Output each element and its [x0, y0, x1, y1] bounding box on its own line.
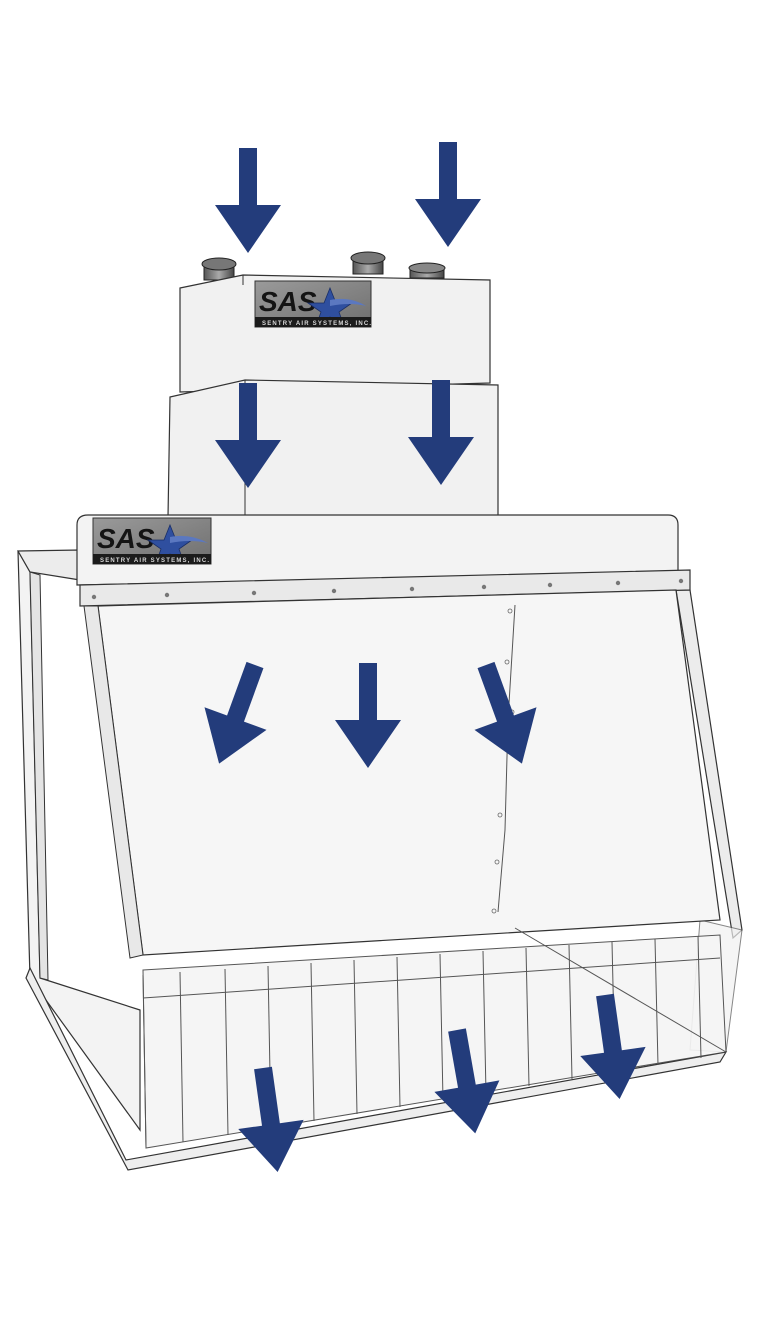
- arrow-down-icon: [580, 993, 646, 1099]
- brand-logo-hood: SAS SENTRY AIR SYSTEMS, INC.: [92, 517, 212, 565]
- arrow-down-icon: [474, 661, 537, 764]
- arrow-down-icon: [238, 1066, 304, 1172]
- duct-knob-icon: [201, 257, 237, 281]
- duct-knob-icon: [408, 262, 446, 279]
- arrow-down-icon: [415, 142, 481, 247]
- brand-logo-top: SAS SENTRY AIR SYSTEMS, INC.: [254, 280, 372, 328]
- logo-tagline-text: SENTRY AIR SYSTEMS, INC.: [262, 321, 372, 327]
- logo-brand-text: SAS: [259, 286, 317, 317]
- logo-tagline-text: SENTRY AIR SYSTEMS, INC.: [100, 558, 210, 564]
- arrow-down-icon: [408, 380, 474, 485]
- logo-brand-text: SAS: [97, 523, 155, 554]
- airflow-arrows: [204, 142, 646, 1172]
- arrow-down-icon: [215, 148, 281, 253]
- arrow-down-icon: [434, 1028, 500, 1134]
- arrow-down-icon: [204, 661, 267, 764]
- arrow-down-icon: [215, 383, 281, 488]
- duct-knob-icon: [350, 251, 386, 275]
- arrow-down-icon: [335, 663, 401, 768]
- hood-cabinet: [16, 514, 743, 1171]
